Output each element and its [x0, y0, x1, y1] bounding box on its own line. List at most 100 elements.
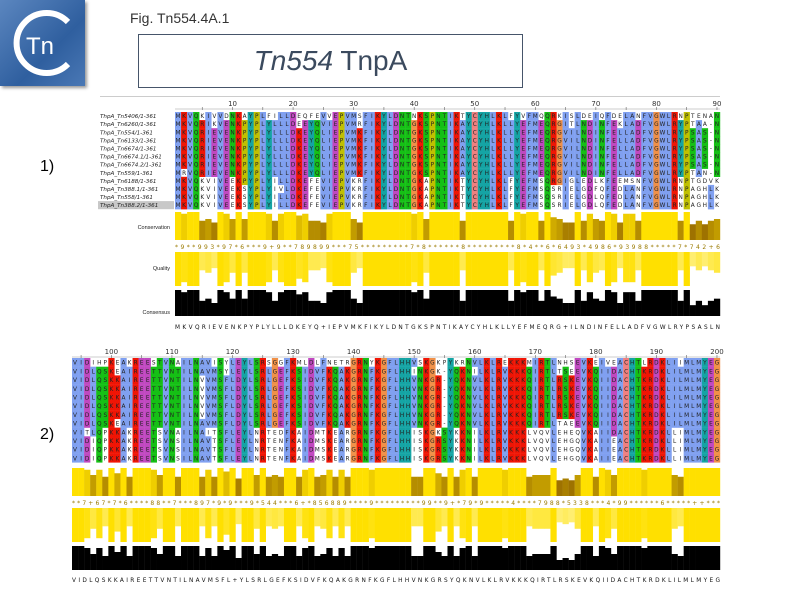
residue-letter: T: [151, 369, 156, 375]
consensus-histogram-bar: [526, 556, 533, 570]
residue-letter: F: [388, 430, 391, 436]
residue-letter: Y: [514, 203, 519, 209]
residue-letter: K: [515, 430, 519, 436]
residue-letter: K: [418, 122, 422, 128]
conservation-scores-1: *9**993*97*6***9+9**789899***75*********…: [175, 244, 720, 251]
sequence-name[interactable]: ThpA_Tn388.2/1-361: [100, 203, 158, 209]
residue-letter: F: [322, 396, 325, 402]
residue-letter: N: [582, 122, 586, 128]
residue-letter: S: [564, 378, 568, 384]
consensus-histogram-bar: [168, 546, 176, 570]
residue-letter: V: [206, 361, 210, 367]
conservation-bar: [193, 468, 200, 496]
residue-letter: N: [436, 114, 440, 120]
residue-letter: E: [576, 422, 580, 428]
quality-bar: [508, 252, 515, 271]
residue-letter: R: [673, 155, 677, 161]
residue-letter: Y: [242, 396, 247, 402]
residue-letter: S: [570, 114, 574, 120]
residue-letter: D: [291, 171, 296, 177]
residue-letter: W: [660, 114, 666, 120]
residue-letter: A: [121, 378, 125, 384]
residue-letter: D: [618, 195, 623, 201]
conservation-bar: [181, 468, 188, 496]
conservation-bar: [265, 476, 273, 496]
sequence-name[interactable]: ThpA_Tn558/1-361: [100, 195, 153, 201]
residue-letter: -: [443, 422, 445, 428]
residue-letter: F: [310, 187, 313, 193]
sequence-name[interactable]: ThpA_Tn6674/1-361: [100, 147, 156, 153]
residue-letter: E: [315, 114, 319, 120]
residue-letter: H: [406, 422, 410, 428]
residue-letter: K: [661, 439, 665, 445]
residue-letter: T: [442, 130, 447, 136]
residue-letter: A: [461, 147, 465, 153]
sequence-name[interactable]: ThpA_Tn559/1-361: [100, 171, 153, 177]
residue-letter: S: [703, 155, 707, 161]
residue-letter: E: [303, 171, 307, 177]
residue-letter: S: [424, 171, 428, 177]
residue-letter: S: [219, 439, 223, 445]
residue-letter: Y: [266, 147, 271, 153]
residue-letter: N: [279, 456, 283, 462]
quality-bar: [592, 252, 600, 273]
sequence-name[interactable]: ThpA_Tn388.1/1-361: [100, 187, 158, 193]
residue-letter: Q: [545, 155, 550, 161]
residue-letter: T: [460, 187, 465, 193]
residue-letter: T: [635, 361, 640, 367]
residue-cell: [471, 112, 478, 121]
residue-letter: G: [351, 404, 356, 410]
residue-letter: N: [600, 163, 604, 169]
residue-letter: -: [710, 155, 712, 161]
sequence-name[interactable]: ThpA_Tn6674.2/1-361: [100, 163, 162, 169]
residue-letter: H: [400, 456, 404, 462]
residue-letter: K: [485, 369, 489, 375]
quality-bar: [520, 508, 527, 542]
sequence-name[interactable]: ThpA_Tn5406/1-361: [100, 114, 156, 120]
residue-letter: I: [80, 361, 82, 367]
sequence-name[interactable]: ThpA_Tn6674.1/1-361: [100, 155, 162, 161]
residue-letter: I: [80, 448, 82, 454]
residue-letter: F: [267, 114, 270, 120]
residue-letter: Q: [539, 439, 544, 445]
residue-letter: K: [237, 163, 241, 169]
residue-letter: A: [594, 439, 598, 445]
residue-letter: V: [206, 456, 210, 462]
conservation-bar: [701, 224, 709, 240]
residue-letter: G: [273, 369, 278, 375]
residue-letter: K: [376, 138, 380, 144]
consensus-histogram-bar: [72, 546, 79, 570]
consensus-histogram-bar: [617, 303, 624, 316]
residue-letter: Y: [448, 448, 453, 454]
conservation-bar: [350, 219, 357, 240]
sequence-name[interactable]: ThpA_Tn6133/1-361: [100, 138, 156, 144]
residue-letter: K: [588, 387, 592, 393]
residue-letter: D: [309, 422, 314, 428]
quality-bar: [453, 252, 460, 286]
consensus-histogram-bar: [265, 292, 273, 316]
residue-letter: N: [600, 171, 604, 177]
residue-letter: R: [539, 413, 543, 419]
residue-letter: R: [539, 369, 543, 375]
residue-letter: Q: [194, 130, 199, 136]
sequence-name[interactable]: ThpA_Tn6188/1-361: [100, 179, 156, 185]
residue-letter: K: [297, 138, 301, 144]
quality-bar: [320, 508, 327, 529]
residue-letter: K: [109, 448, 113, 454]
residue-letter: I: [413, 456, 415, 462]
residue-letter: I: [450, 130, 452, 136]
residue-letter: I: [329, 203, 331, 209]
residue-letter: H: [406, 413, 410, 419]
residue-cell: [374, 120, 382, 129]
consensus-histogram-bar: [393, 290, 400, 316]
residue-letter: D: [85, 361, 90, 367]
residue-letter: V: [218, 163, 222, 169]
residue-letter: K: [588, 361, 592, 367]
sequence-name[interactable]: ThpA_Tn554/1-361: [100, 130, 153, 136]
residue-letter: T: [151, 456, 156, 462]
residue-cell: [350, 112, 357, 121]
sequence-name[interactable]: ThpA_Tn6260/1-361: [100, 122, 156, 128]
residue-letter: Y: [678, 122, 683, 128]
residue-letter: A: [630, 122, 634, 128]
conservation-bar: [277, 213, 285, 240]
